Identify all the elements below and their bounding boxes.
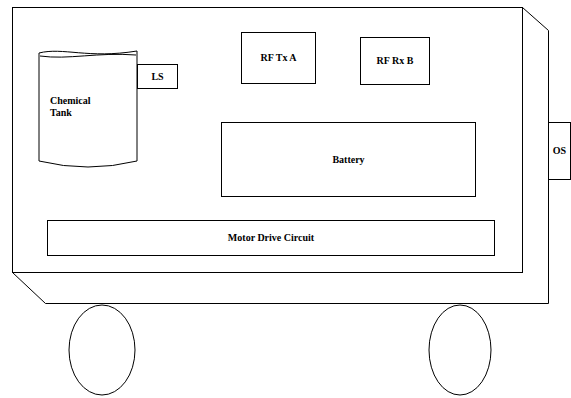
- box-label: RF Tx A: [260, 52, 296, 64]
- battery-box: Battery: [221, 122, 476, 197]
- wheel: [429, 305, 491, 395]
- tank-path: [39, 51, 137, 167]
- motor-drive-box: Motor Drive Circuit: [47, 220, 495, 256]
- box-label: Chemical Tank: [50, 95, 110, 119]
- obstacle-sensor-box: OS: [548, 122, 571, 180]
- chemical-tank: Chemical Tank: [38, 45, 138, 169]
- rf-transmitter-box: RF Tx A: [241, 32, 316, 84]
- box-label: Battery: [332, 154, 364, 166]
- wheel: [69, 305, 135, 395]
- hidden-edge: [523, 273, 549, 304]
- level-sensor-box: LS: [137, 64, 178, 89]
- box-label: LS: [151, 71, 163, 83]
- vehicle-body-depth: [13, 8, 549, 304]
- box-label: OS: [553, 145, 566, 157]
- rf-receiver-box: RF Rx B: [360, 37, 430, 85]
- box-label: RF Rx B: [377, 55, 414, 67]
- vehicle-body-front: [13, 8, 523, 273]
- box-label: Motor Drive Circuit: [228, 232, 314, 244]
